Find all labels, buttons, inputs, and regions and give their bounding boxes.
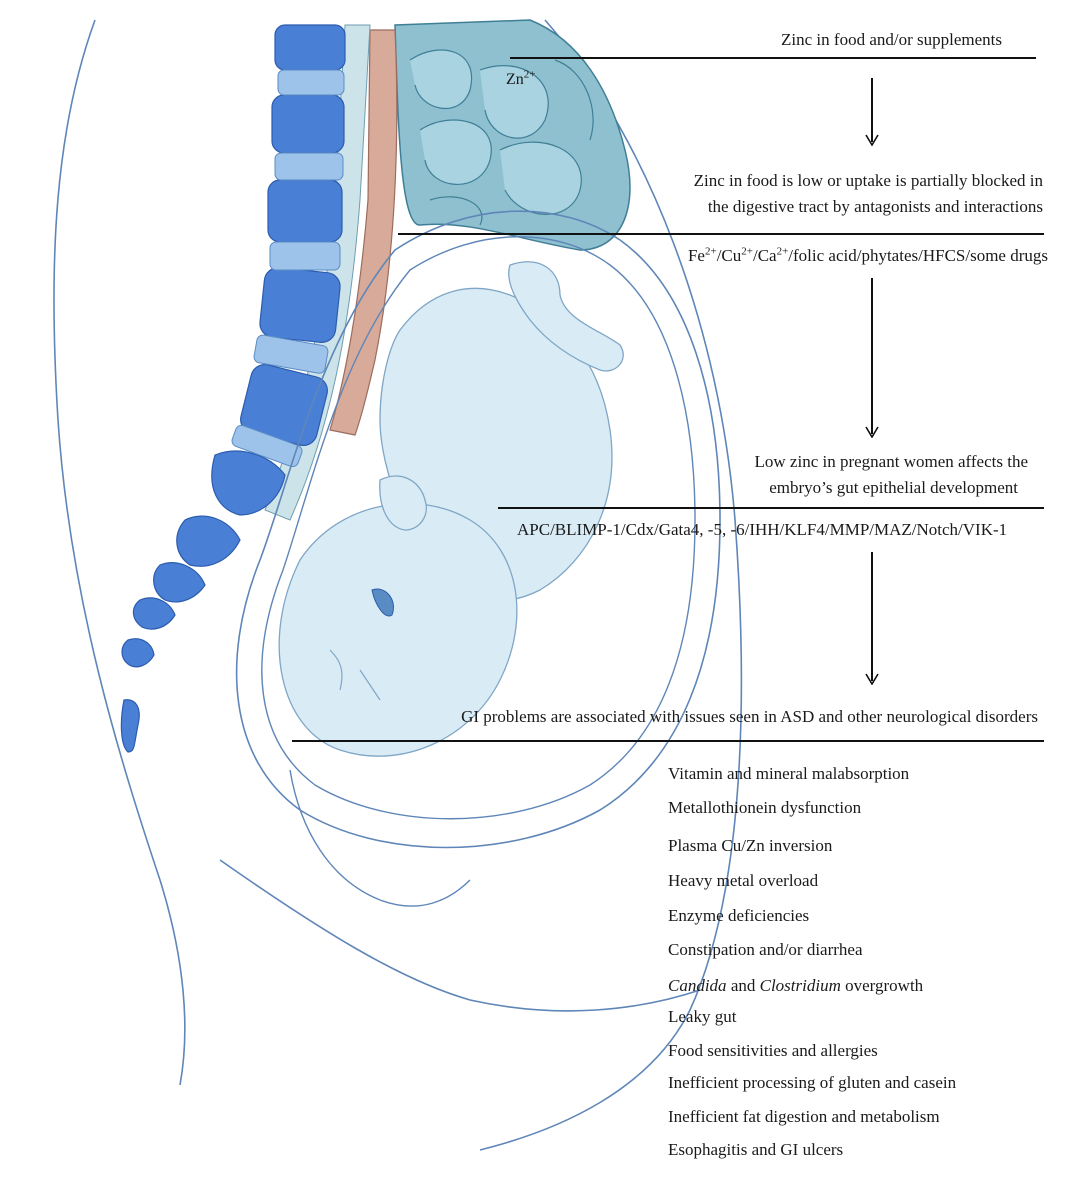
arrow-down-icon bbox=[862, 552, 882, 685]
step-4-label: GI problems are associated with issues s… bbox=[461, 707, 1038, 727]
issue-item: Plasma Cu/Zn inversion bbox=[668, 836, 832, 856]
issue-item: Heavy metal overload bbox=[668, 871, 818, 891]
inner-thigh-outline bbox=[290, 770, 470, 906]
body-outline bbox=[54, 20, 185, 1085]
issue-item: Constipation and/or diarrhea bbox=[668, 940, 863, 960]
step-2-label-line-1: Zinc in food is low or uptake is partial… bbox=[694, 171, 1043, 191]
issue-item: Inefficient fat digestion and metabolism bbox=[668, 1107, 940, 1127]
issue-item: Leaky gut bbox=[668, 1007, 736, 1027]
zinc-charge: 2+ bbox=[524, 69, 536, 81]
zinc-symbol: Zn bbox=[506, 71, 524, 88]
step-3-divider bbox=[498, 507, 1044, 509]
step-2-divider bbox=[398, 233, 1044, 235]
issue-item: Esophagitis and GI ulcers bbox=[668, 1140, 843, 1160]
arrow-down-icon bbox=[862, 78, 882, 146]
step-1-label: Zinc in food and/or supplements bbox=[781, 30, 1002, 50]
gene-list: APC/BLIMP-1/Cdx/Gata4, -5, -6/IHH/KLF4/M… bbox=[517, 520, 1007, 540]
thigh-outline bbox=[220, 860, 700, 1011]
issue-item: Inefficient processing of gluten and cas… bbox=[668, 1073, 956, 1093]
step-3-label-line-1: Low zinc in pregnant women affects the bbox=[755, 452, 1028, 472]
intestines bbox=[395, 20, 630, 250]
step-1-divider bbox=[510, 57, 1036, 59]
step-2-label-line-2: the digestive tract by antagonists and i… bbox=[708, 197, 1043, 217]
antagonist-list: Fe2+/Cu2+/Ca2+/folic acid/phytates/HFCS/… bbox=[688, 246, 1048, 266]
issue-item: Food sensitivities and allergies bbox=[668, 1041, 878, 1061]
issue-item-overgrowth: Candida and Clostridium overgrowth bbox=[668, 976, 923, 996]
zinc-ion-label: Zn2+ bbox=[506, 70, 536, 90]
issue-item: Vitamin and mineral malabsorption bbox=[668, 764, 909, 784]
step-3-label-line-2: embryo’s gut epithelial development bbox=[769, 478, 1018, 498]
step-4-divider bbox=[292, 740, 1044, 742]
issue-item: Metallothionein dysfunction bbox=[668, 798, 861, 818]
arrow-down-icon bbox=[862, 278, 882, 438]
issue-item: Enzyme deficiencies bbox=[668, 906, 809, 926]
